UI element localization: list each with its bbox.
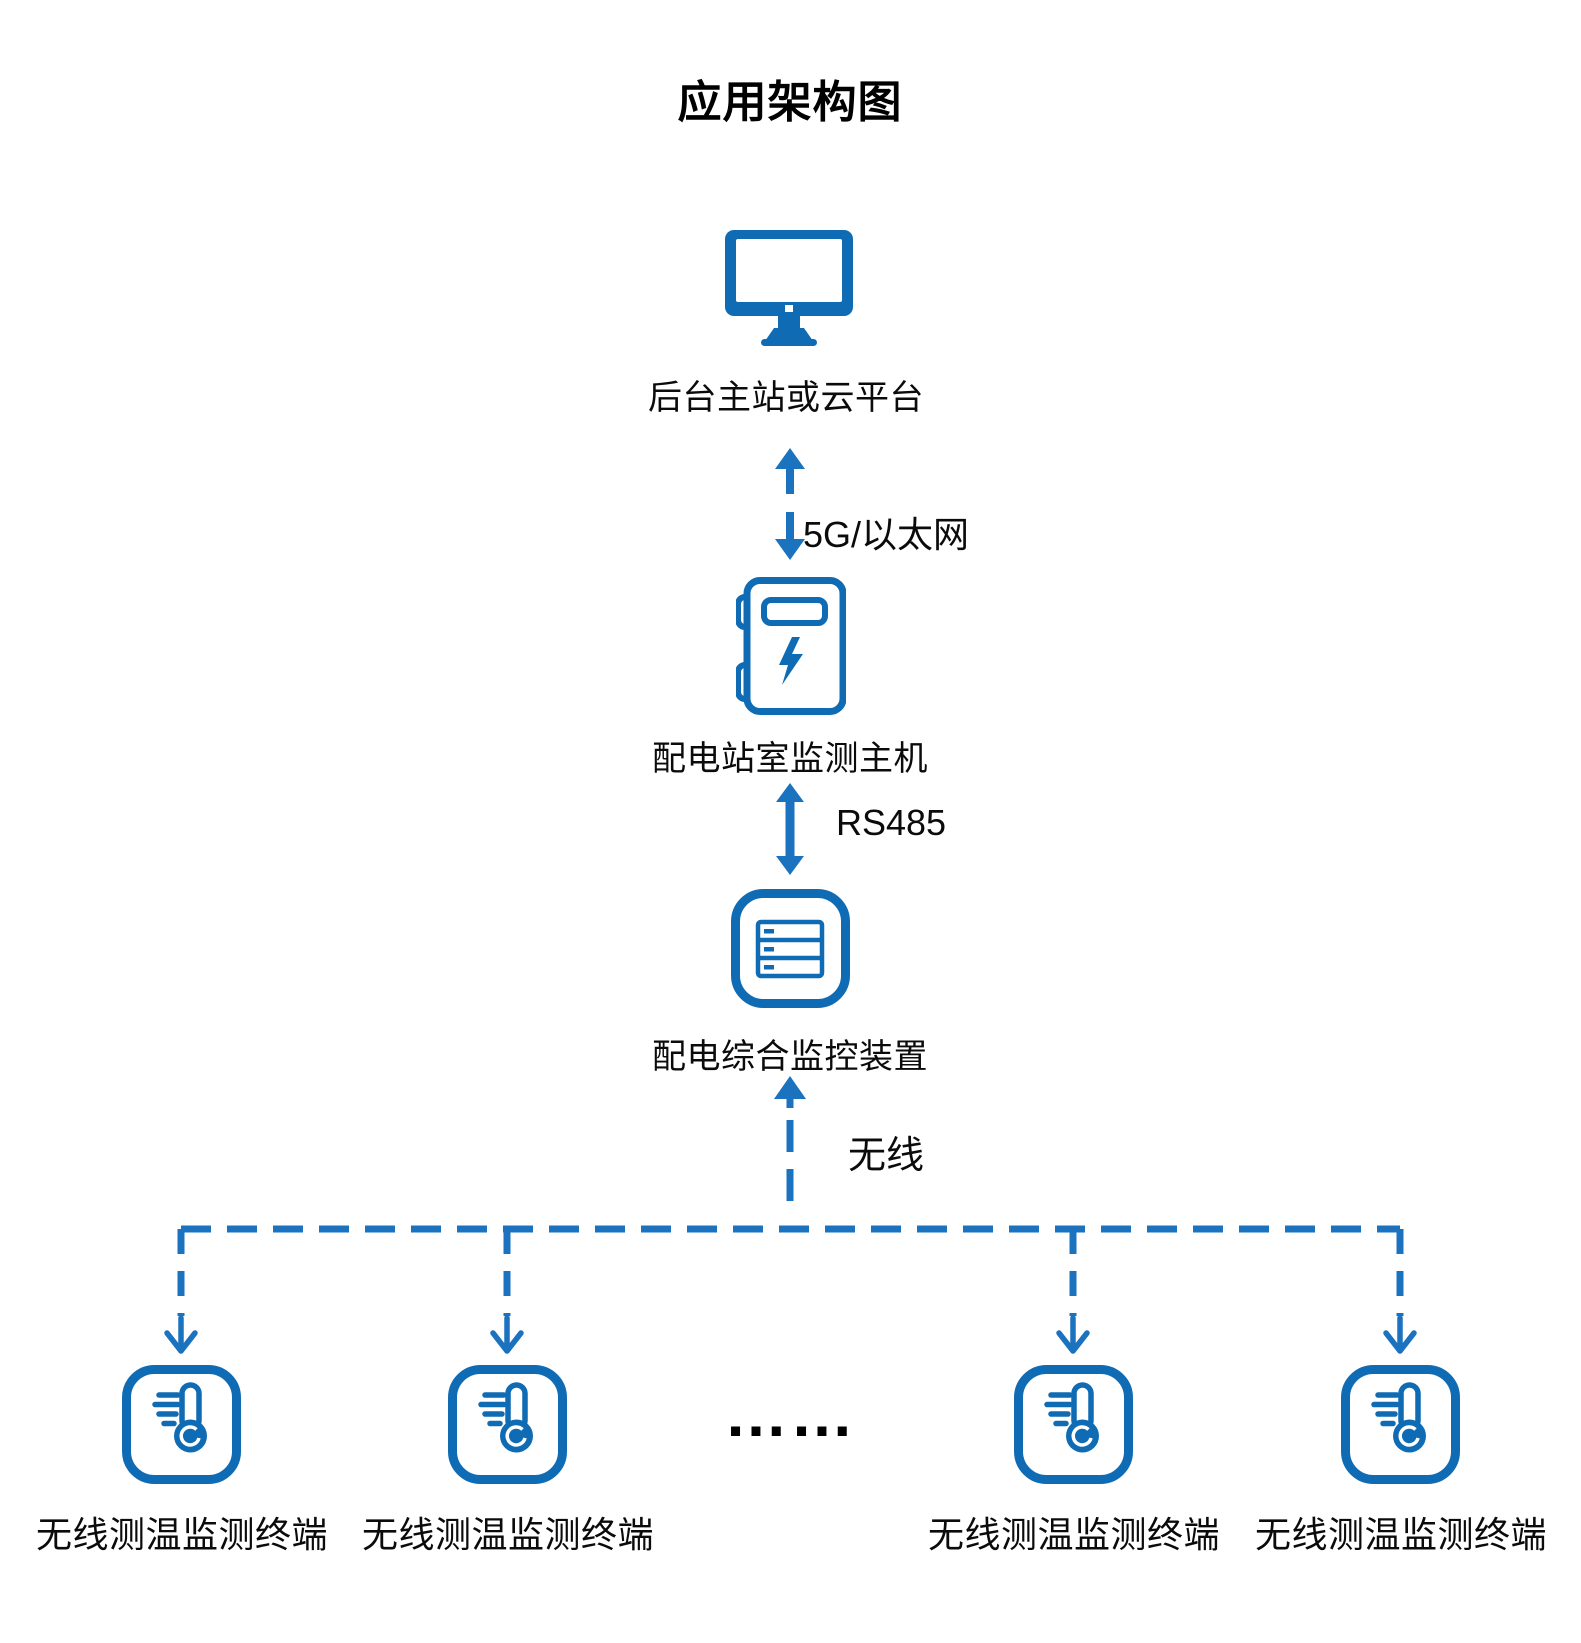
monitor-icon <box>725 230 853 346</box>
terminal-node <box>1341 1365 1460 1484</box>
terminal-node <box>122 1365 241 1484</box>
power-cabinet-icon <box>736 577 846 715</box>
thermometer-icon <box>448 1365 567 1484</box>
terminal-label: 无线测温监测终端 <box>927 1514 1221 1555</box>
gateway-node <box>731 889 850 1008</box>
terminal-node <box>448 1365 567 1484</box>
terminal-label: 无线测温监测终端 <box>361 1514 655 1555</box>
diagram-title: 应用架构图 <box>677 78 903 127</box>
link-wireless-label: 无线 <box>848 1135 925 1177</box>
link-wireless-arrow-icon <box>774 1076 806 1218</box>
server-icon <box>731 889 850 1008</box>
ellipsis: …… <box>724 1378 856 1450</box>
branch-dashed-connector <box>164 1225 1417 1354</box>
cloud-label: 后台主站或云平台 <box>648 379 924 417</box>
gateway-label: 配电综合监控装置 <box>652 1038 928 1076</box>
host-node <box>736 577 846 715</box>
link-5g-label: 5G/以太网 <box>803 514 970 555</box>
link-rs485-label: RS485 <box>836 802 947 843</box>
terminal-node <box>1014 1365 1133 1484</box>
terminal-label: 无线测温监测终端 <box>1254 1514 1548 1555</box>
cloud-node <box>725 230 853 350</box>
thermometer-icon <box>1341 1365 1460 1484</box>
thermometer-icon <box>1014 1365 1133 1484</box>
thermometer-icon <box>122 1365 241 1484</box>
link-rs485-arrow-icon <box>776 783 804 875</box>
host-label: 配电站室监测主机 <box>652 740 928 778</box>
terminal-label: 无线测温监测终端 <box>35 1514 329 1555</box>
link-5g-arrow-icon <box>775 448 805 560</box>
